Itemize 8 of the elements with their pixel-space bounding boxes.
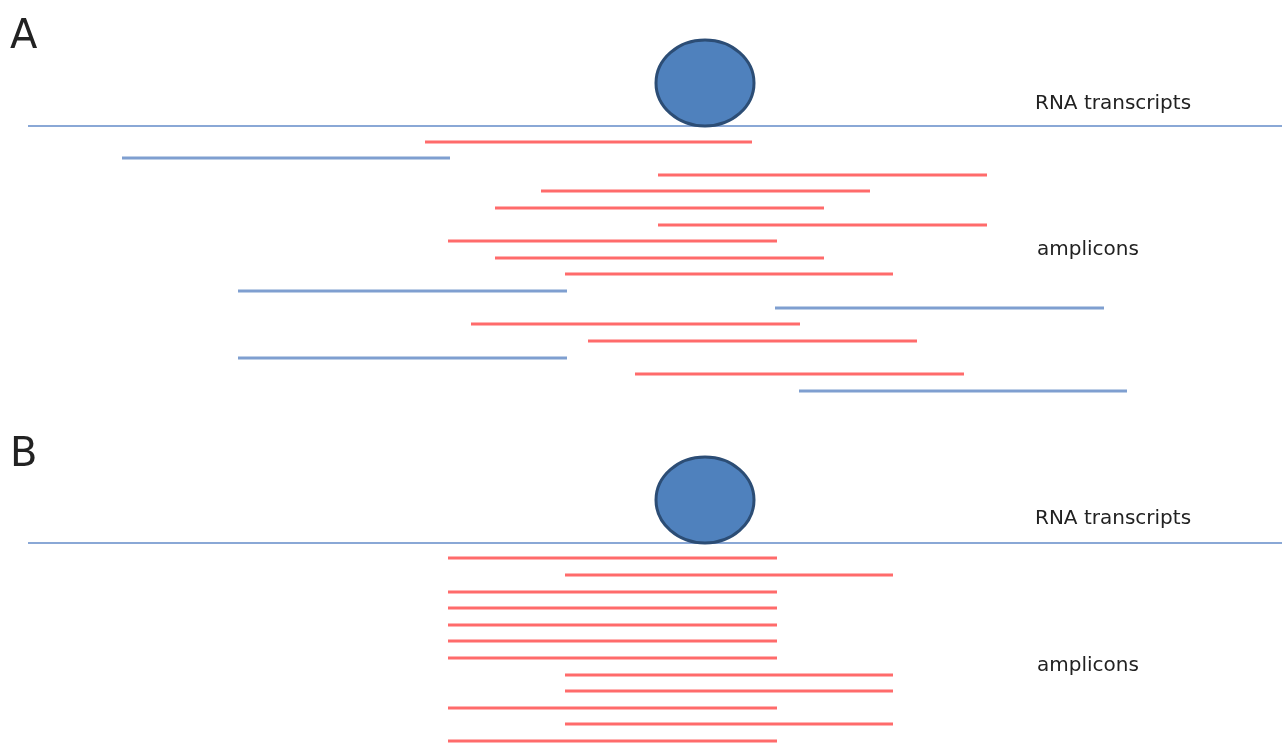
amplicon-label: amplicons (1037, 654, 1139, 674)
transcript-label: RNA transcripts (1035, 507, 1192, 527)
panel-letter: B (10, 432, 38, 472)
circle-marker (654, 38, 756, 128)
transcript-label: RNA transcripts (1035, 92, 1192, 112)
amplicon-label: amplicons (1037, 238, 1139, 258)
panel-letter: A (10, 14, 38, 54)
circle-marker (654, 455, 756, 545)
